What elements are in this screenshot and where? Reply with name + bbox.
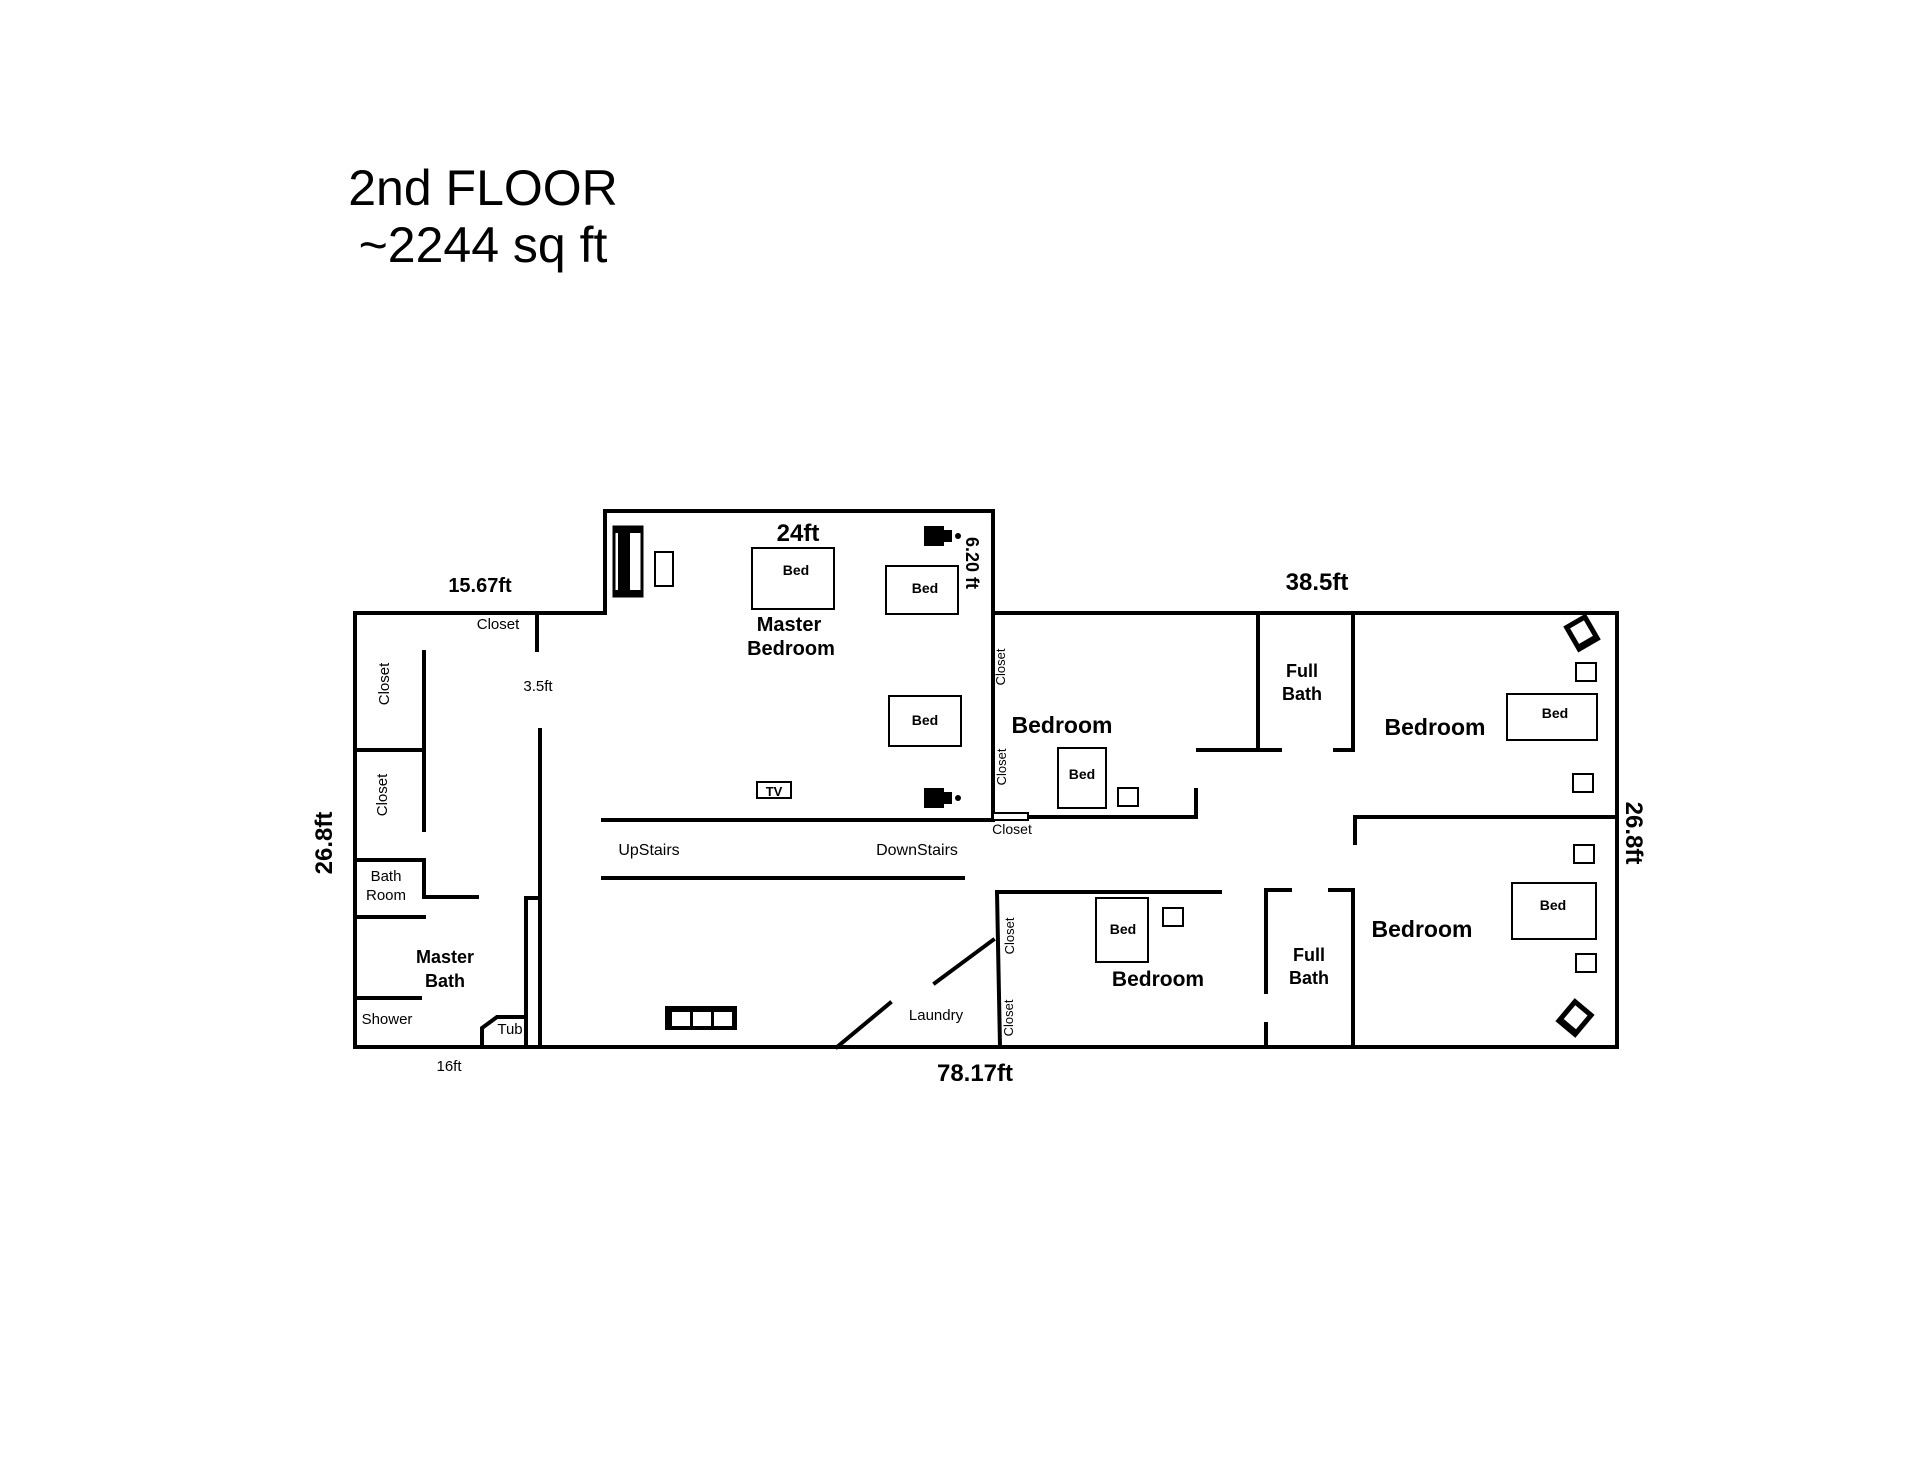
dim-top-left: 15.67ft <box>448 575 512 597</box>
bedroom-4-label: Bedroom <box>1385 714 1486 740</box>
closet-bed3-2-label: Closet <box>1001 999 1016 1036</box>
master-bath-label: Master <box>416 947 474 967</box>
closet-hall-label: Closet <box>992 821 1032 837</box>
dim-top-master: 24ft <box>777 520 820 547</box>
closet-left-2-label: Closet <box>374 773 391 816</box>
dim-left-side: 26.8ft <box>311 812 338 875</box>
dim-right-side: 26.8ft <box>1620 802 1647 865</box>
laundry-label: Laundry <box>909 1007 964 1024</box>
tv: TV <box>756 781 792 799</box>
bed-label: Bed <box>1540 897 1566 913</box>
bed-label: Bed <box>912 712 938 728</box>
master-bath-label-2: Bath <box>425 971 465 991</box>
dim-master-right: 6.20 ft <box>962 537 982 589</box>
bed: Bed <box>885 565 959 615</box>
full-bath-1-label: Full <box>1286 661 1318 681</box>
bedroom-3-label: Bedroom <box>1112 968 1204 991</box>
downstairs-label: DownStairs <box>876 842 958 859</box>
bath-room-label-2: Room <box>366 887 406 904</box>
bed-label: Bed <box>1542 705 1568 721</box>
walls <box>353 509 1619 1050</box>
chair-icon <box>924 526 961 546</box>
hall-closet-shelf <box>992 812 1029 821</box>
bed: Bed <box>1095 897 1149 963</box>
closet-left-1-label: Closet <box>376 662 393 705</box>
bed: Bed <box>1057 747 1107 809</box>
bed: Bed <box>1506 693 1598 741</box>
dim-top-right: 38.5ft <box>1286 569 1349 596</box>
shower-label: Shower <box>362 1011 413 1028</box>
bath-room-label: Bath <box>371 868 402 885</box>
master-bedroom-label-2: Bedroom <box>747 638 835 660</box>
dim-hall-width: 3.5ft <box>523 678 553 695</box>
tub-label: Tub <box>497 1021 522 1038</box>
closet-bed2-2-label: Closet <box>994 748 1009 785</box>
sofa-icon <box>665 1006 737 1030</box>
armchair-icon <box>1563 613 1601 653</box>
bedroom-2-label: Bedroom <box>1012 712 1113 738</box>
bed: Bed <box>751 547 835 610</box>
armchair-icon <box>1555 998 1595 1038</box>
upstairs-label: UpStairs <box>618 842 679 859</box>
dim-bottom-left: 16ft <box>436 1058 462 1075</box>
bed-label: Bed <box>783 562 809 578</box>
tv-label: TV <box>766 784 783 799</box>
floor-area: ~2244 sq ft <box>359 217 608 273</box>
floor-title: 2nd FLOOR <box>348 160 618 216</box>
bed-label: Bed <box>912 580 938 596</box>
bed: Bed <box>888 695 962 747</box>
full-bath-2-label: Full <box>1293 945 1325 965</box>
closet-top-label: Closet <box>477 616 520 633</box>
nightstands <box>654 551 1597 973</box>
bed-label: Bed <box>1069 766 1095 782</box>
dim-bottom-total: 78.17ft <box>937 1060 1013 1087</box>
sofa-icon <box>612 525 644 598</box>
bed: Bed <box>1511 882 1597 940</box>
bed-label: Bed <box>1110 921 1136 937</box>
master-bedroom-label: Master <box>757 614 822 636</box>
chair-icon <box>924 788 961 808</box>
closet-bed3-1-label: Closet <box>1002 917 1017 954</box>
full-bath-1-label-2: Bath <box>1282 684 1322 704</box>
closet-bed2-1-label: Closet <box>993 648 1008 685</box>
bedroom-5-label: Bedroom <box>1372 916 1473 942</box>
full-bath-2-label-2: Bath <box>1289 968 1329 988</box>
